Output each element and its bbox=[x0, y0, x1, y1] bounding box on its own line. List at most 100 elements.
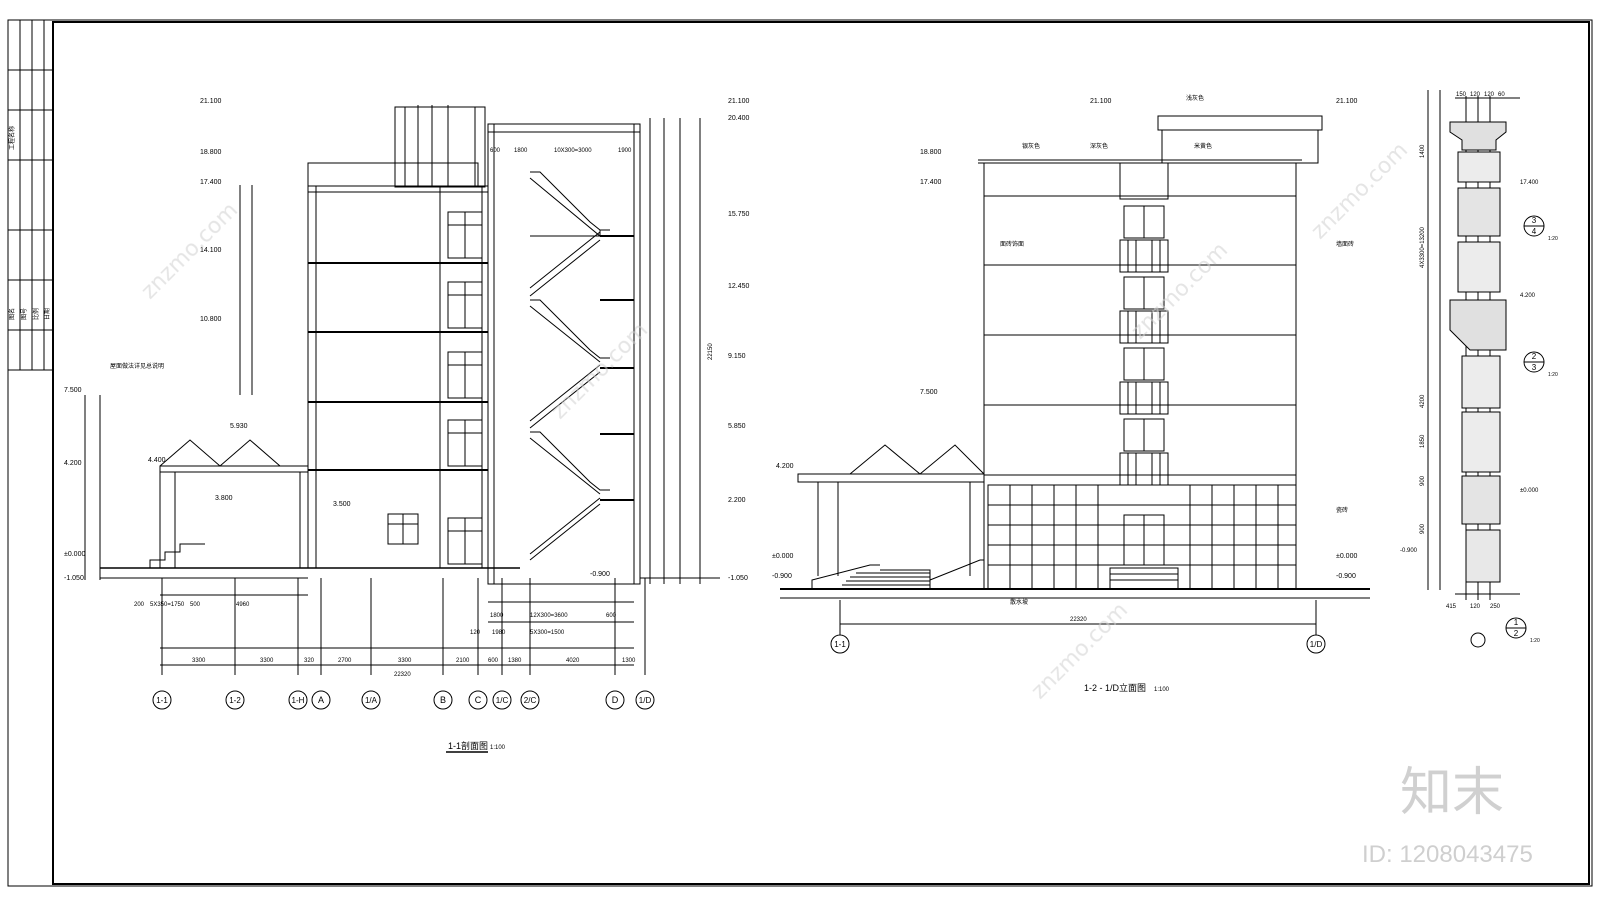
svg-text:墙面砖: 墙面砖 bbox=[1336, 240, 1354, 248]
svg-text:2: 2 bbox=[1532, 352, 1537, 361]
svg-text:3300: 3300 bbox=[192, 658, 206, 664]
svg-text:12.450: 12.450 bbox=[728, 283, 750, 290]
svg-text:±0.000: ±0.000 bbox=[1520, 488, 1539, 494]
svg-text:5X300=1500: 5X300=1500 bbox=[530, 630, 565, 636]
axis-bubble: 1/A bbox=[361, 690, 381, 710]
svg-text:250: 250 bbox=[1490, 604, 1501, 610]
svg-text:7.500: 7.500 bbox=[920, 389, 938, 396]
svg-text:415: 415 bbox=[1446, 604, 1457, 610]
svg-text:120: 120 bbox=[1470, 92, 1481, 98]
svg-text:120: 120 bbox=[470, 630, 481, 636]
svg-text:4.400: 4.400 bbox=[148, 457, 166, 464]
svg-text:D: D bbox=[612, 695, 619, 705]
svg-text:3.500: 3.500 bbox=[333, 501, 351, 508]
axis-bubble: B bbox=[433, 690, 453, 710]
detail-view bbox=[1427, 90, 1520, 600]
watermark-logo: 知末 bbox=[1400, 763, 1504, 823]
svg-text:-1.050: -1.050 bbox=[64, 575, 84, 582]
svg-text:120: 120 bbox=[1484, 92, 1495, 98]
detail-callout-2-3: 2 3 1:20 bbox=[1523, 351, 1558, 378]
tb-row-2: 图名 bbox=[8, 308, 16, 320]
svg-text:60: 60 bbox=[1498, 92, 1505, 98]
svg-text:7.500: 7.500 bbox=[64, 387, 82, 394]
svg-text:面砖饰面: 面砖饰面 bbox=[1000, 240, 1024, 248]
elevation-view bbox=[780, 115, 1370, 635]
svg-text:1:20: 1:20 bbox=[1530, 638, 1540, 644]
svg-text:1-H: 1-H bbox=[292, 696, 305, 705]
svg-text:1-1: 1-1 bbox=[834, 640, 846, 649]
svg-text:320: 320 bbox=[304, 658, 315, 664]
svg-text:znzmo.com: znzmo.com bbox=[547, 318, 653, 424]
tb-row-3: 图号 bbox=[21, 308, 28, 320]
svg-text:900: 900 bbox=[1420, 475, 1426, 486]
svg-text:1800: 1800 bbox=[514, 148, 528, 154]
svg-text:-0.900: -0.900 bbox=[1336, 573, 1356, 580]
svg-text:120: 120 bbox=[1470, 604, 1481, 610]
svg-text:10X300=3000: 10X300=3000 bbox=[554, 148, 592, 154]
inner-frame bbox=[52, 21, 1590, 885]
svg-text:znzmo.com: znzmo.com bbox=[137, 198, 243, 304]
svg-text:1:20: 1:20 bbox=[1548, 372, 1558, 378]
axis-bubble: D bbox=[605, 690, 625, 710]
svg-text:21.100: 21.100 bbox=[200, 98, 222, 105]
svg-text:14.100: 14.100 bbox=[200, 247, 222, 254]
axis-bubble: 1/C bbox=[492, 690, 512, 710]
svg-text:3.800: 3.800 bbox=[215, 495, 233, 502]
svg-text:4.200: 4.200 bbox=[1520, 293, 1536, 299]
axis-bubble: 1-H bbox=[288, 690, 308, 710]
svg-text:1800: 1800 bbox=[490, 613, 504, 619]
watermark-id: ID: 1208043475 bbox=[1362, 841, 1533, 868]
watermark-layer: znzmo.com znzmo.com znzmo.com znzmo.com … bbox=[137, 138, 1413, 704]
detail-callout-1-2: 1 2 1:20 bbox=[1505, 617, 1540, 644]
svg-text:1-1: 1-1 bbox=[156, 696, 168, 705]
svg-text:21.100: 21.100 bbox=[1090, 98, 1112, 105]
section-scale: 1:100 bbox=[490, 745, 506, 751]
svg-text:12X300=3600: 12X300=3600 bbox=[530, 613, 568, 619]
svg-text:600: 600 bbox=[488, 658, 499, 664]
svg-text:4: 4 bbox=[1532, 227, 1537, 236]
svg-text:2700: 2700 bbox=[338, 658, 352, 664]
svg-text:3300: 3300 bbox=[260, 658, 274, 664]
svg-text:-0.900: -0.900 bbox=[772, 573, 792, 580]
svg-text:2.200: 2.200 bbox=[728, 497, 746, 504]
svg-text:2: 2 bbox=[1514, 629, 1519, 638]
svg-text:1-2: 1-2 bbox=[229, 696, 241, 705]
svg-text:15.750: 15.750 bbox=[728, 211, 750, 218]
svg-text:1980: 1980 bbox=[492, 630, 506, 636]
svg-text:A: A bbox=[318, 695, 324, 705]
svg-text:2/C: 2/C bbox=[524, 696, 537, 705]
svg-text:-0.900: -0.900 bbox=[590, 571, 610, 578]
axis-bubble: 1-1 bbox=[152, 690, 172, 710]
title-block bbox=[8, 19, 53, 371]
svg-text:500: 500 bbox=[190, 602, 201, 608]
svg-text:21.100: 21.100 bbox=[728, 98, 750, 105]
tb-row-4: 比例 bbox=[32, 308, 40, 320]
title-block-text: 工程名称 图名 图号 比例 日期 bbox=[8, 126, 51, 320]
svg-text:-1.050: -1.050 bbox=[728, 575, 748, 582]
axis-bubble: 2/C bbox=[520, 690, 540, 710]
svg-text:1:20: 1:20 bbox=[1548, 236, 1558, 242]
svg-text:1900: 1900 bbox=[618, 148, 632, 154]
elevation-title: 1-2 - 1/D立面图 bbox=[1084, 682, 1146, 693]
svg-text:3: 3 bbox=[1532, 363, 1537, 372]
section-axes: 1-1 1-2 1-H A 1/A B C 1/C 2/C D 1/D bbox=[152, 690, 655, 710]
svg-text:2100: 2100 bbox=[456, 658, 470, 664]
svg-text:3: 3 bbox=[1532, 216, 1537, 225]
svg-text:±0.000: ±0.000 bbox=[772, 553, 793, 560]
svg-text:10.800: 10.800 bbox=[200, 316, 222, 323]
svg-text:17.400: 17.400 bbox=[1520, 180, 1539, 186]
svg-text:米黄色: 米黄色 bbox=[1194, 142, 1212, 150]
section-view bbox=[84, 105, 720, 675]
svg-text:±0.000: ±0.000 bbox=[1336, 553, 1357, 560]
svg-text:18.800: 18.800 bbox=[200, 149, 222, 156]
svg-text:1400: 1400 bbox=[1420, 144, 1426, 158]
svg-text:22150: 22150 bbox=[708, 343, 714, 360]
svg-text:银灰色: 银灰色 bbox=[1022, 142, 1040, 150]
svg-text:200: 200 bbox=[134, 602, 145, 608]
svg-text:屋面做法详见总说明: 屋面做法详见总说明 bbox=[110, 362, 164, 370]
section-main-block bbox=[307, 185, 489, 569]
svg-text:1380: 1380 bbox=[508, 658, 522, 664]
svg-text:B: B bbox=[440, 695, 446, 705]
svg-text:4960: 4960 bbox=[236, 602, 250, 608]
